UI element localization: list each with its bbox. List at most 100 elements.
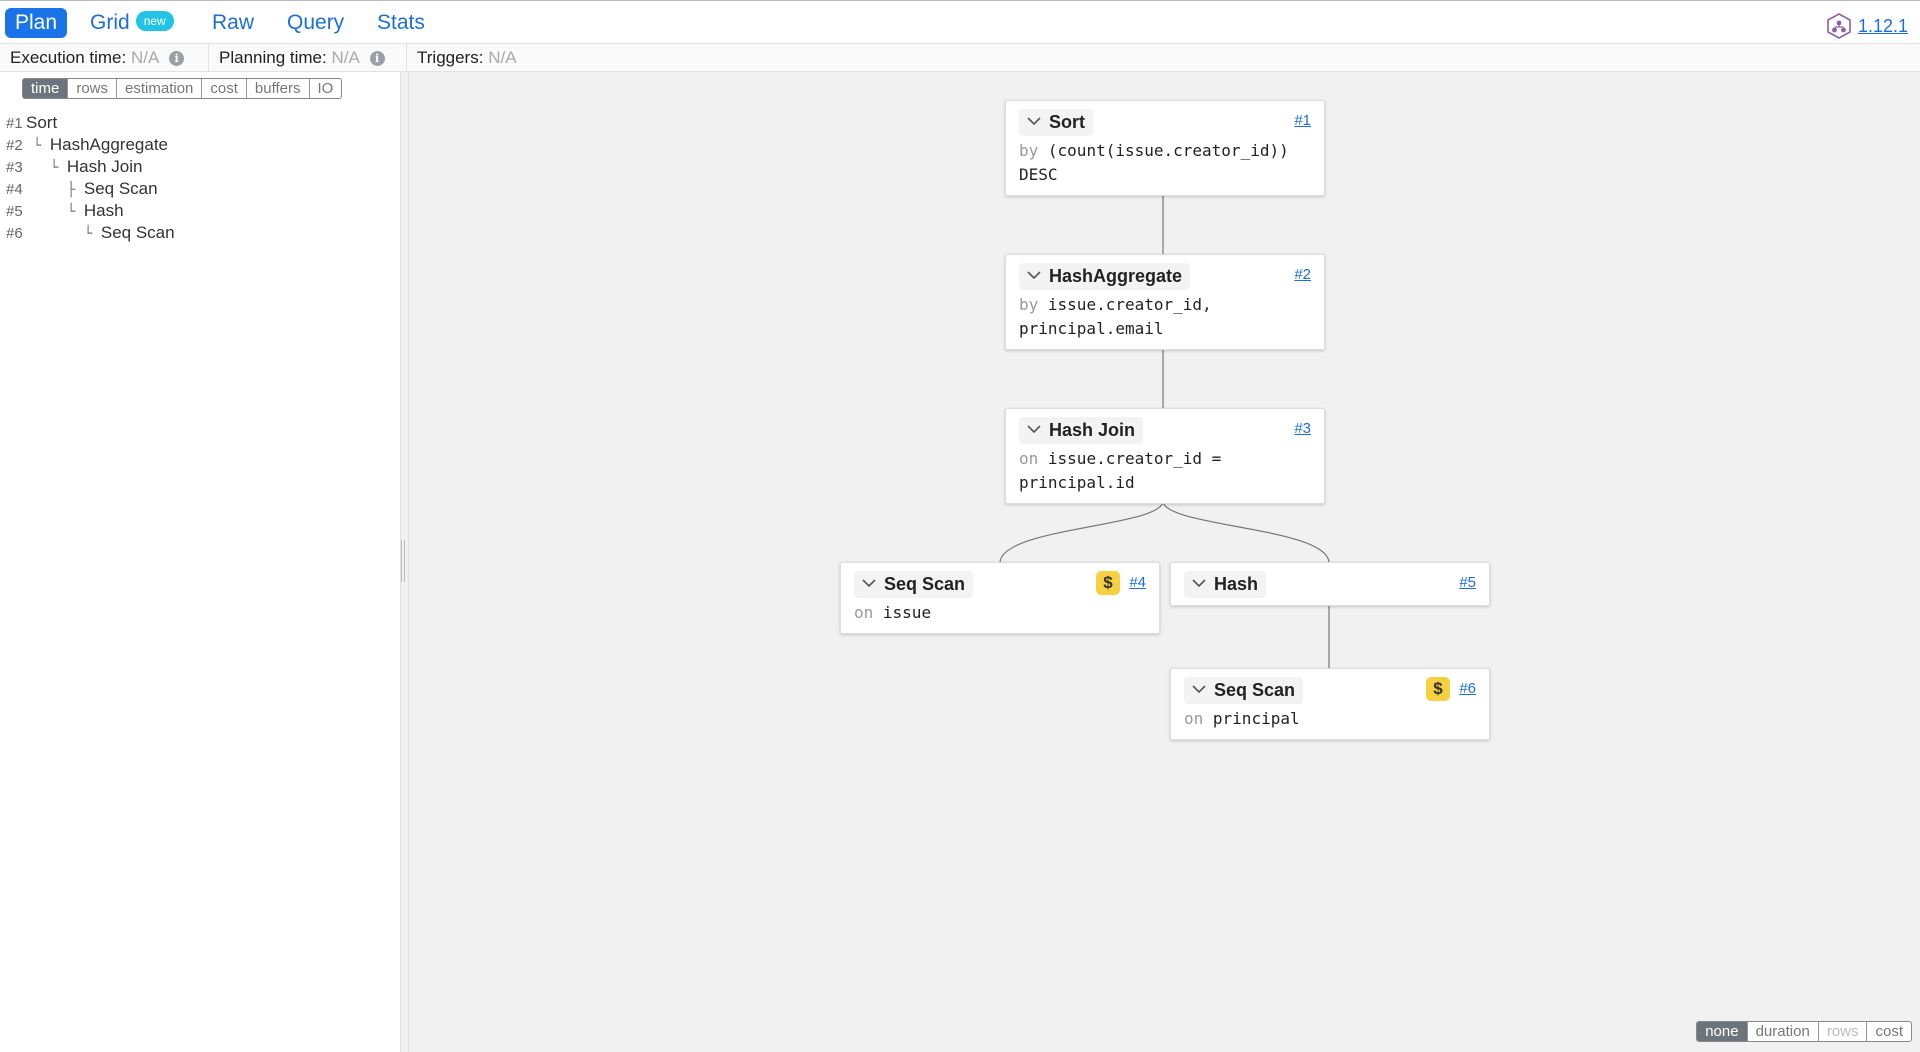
highlight-tab-rows[interactable]: rows	[1817, 1022, 1867, 1041]
metric-tab-buffers[interactable]: buffers	[245, 79, 309, 98]
node-id-link[interactable]: #4	[1129, 574, 1146, 591]
node-title-label: Seq Scan	[1214, 680, 1296, 700]
node-title[interactable]: HashAggregate	[1019, 263, 1191, 290]
execution-time: Execution time: N/A i	[10, 48, 185, 68]
left-panel	[0, 72, 400, 1052]
node-detail-line: principal	[1212, 709, 1300, 728]
plan-canvas[interactable]: Sort #1 by (count(issue.creator_id)) DES…	[409, 72, 1920, 1052]
plan-node-hash-join[interactable]: Hash Join #3 on issue.creator_id = princ…	[1005, 408, 1325, 504]
edge	[999, 500, 1164, 564]
node-detail-line: principal.email	[1019, 319, 1164, 338]
node-title-label: Sort	[1049, 112, 1085, 132]
node-id-link[interactable]: #5	[1459, 574, 1476, 591]
plan-node-hash[interactable]: Hash #5	[1170, 562, 1490, 606]
info-icon[interactable]: i	[369, 51, 385, 66]
tree-node-name: Sort	[26, 113, 58, 132]
planning-time-label: Planning time:	[219, 48, 327, 67]
plan-node-sort[interactable]: Sort #1 by (count(issue.creator_id)) DES…	[1005, 100, 1325, 196]
tree-node-number: #2	[6, 137, 23, 154]
tree-branch: └	[67, 204, 84, 220]
info-icon[interactable]: i	[169, 51, 185, 66]
metric-tab-rows[interactable]: rows	[67, 79, 116, 98]
node-detail-line: DESC	[1019, 165, 1058, 184]
tree-node-number: #4	[6, 181, 23, 198]
node-detail-line: issue	[882, 603, 932, 622]
highlight-tab-none[interactable]: none	[1697, 1022, 1747, 1041]
node-title-label: Seq Scan	[884, 574, 966, 594]
planning-time-value: N/A	[331, 48, 359, 67]
tree-row[interactable]: #6└ Seq Scan	[6, 222, 175, 244]
tree-node-number: #3	[6, 159, 23, 176]
plan-node-hashaggregate[interactable]: HashAggregate #2 by issue.creator_id, pr…	[1005, 254, 1325, 350]
metric-tab-time[interactable]: time	[23, 79, 68, 98]
plan-node-seq-scan-principal[interactable]: Seq Scan $ #6 on principal	[1170, 668, 1490, 740]
tab-plan[interactable]: Plan	[5, 8, 68, 38]
node-detail: on issue.creator_id = principal.id	[1006, 443, 1324, 503]
node-detail-line: principal.id	[1019, 473, 1135, 492]
plan-edges	[999, 193, 1330, 668]
tab-raw[interactable]: Raw	[212, 11, 255, 34]
chevron-down-icon[interactable]	[1027, 271, 1041, 280]
node-detail: on principal	[1171, 703, 1489, 739]
stats-bar: Execution time: N/A i Planning time: N/A…	[0, 44, 1920, 72]
node-title[interactable]: Seq Scan	[854, 571, 974, 598]
tab-stats[interactable]: Stats	[377, 11, 425, 34]
node-title[interactable]: Sort	[1019, 109, 1093, 136]
chevron-down-icon[interactable]	[1192, 685, 1206, 694]
chevron-down-icon[interactable]	[1027, 117, 1041, 126]
chevron-down-icon[interactable]	[1027, 425, 1041, 434]
node-detail-line: (count(issue.creator_id))	[1047, 141, 1289, 160]
metric-tabs: time rows estimation cost buffers IO	[22, 78, 343, 99]
node-title[interactable]: Hash Join	[1019, 417, 1144, 444]
tree-node-number: #5	[6, 203, 23, 220]
tree-row[interactable]: #5 └ Hash	[6, 200, 175, 222]
tree-node-name: Seq Scan	[83, 179, 158, 198]
splitter-grip-icon[interactable]	[401, 540, 405, 582]
plan-node-seq-scan-issue[interactable]: Seq Scan $ #4 on issue	[840, 562, 1160, 634]
metric-tab-estimation[interactable]: estimation	[116, 79, 201, 98]
metric-tab-cost[interactable]: cost	[201, 79, 246, 98]
cost-warning-icon: $	[1426, 677, 1450, 701]
tree-node-name: Seq Scan	[100, 223, 175, 242]
cost-warning-icon: $	[1096, 571, 1120, 595]
highlight-tab-duration[interactable]: duration	[1746, 1022, 1818, 1041]
edge	[1162, 500, 1330, 564]
pev-logo-icon	[1827, 13, 1851, 39]
node-keyword: on	[1184, 709, 1204, 728]
execution-time-value: N/A	[130, 48, 159, 67]
highlight-tab-cost[interactable]: cost	[1866, 1022, 1911, 1041]
execution-time-label: Execution time:	[10, 48, 127, 67]
tree-node-name: HashAggregate	[49, 135, 168, 154]
node-id-link[interactable]: #2	[1294, 266, 1311, 283]
chevron-down-icon[interactable]	[862, 579, 876, 588]
metric-tab-io[interactable]: IO	[308, 79, 342, 98]
new-badge: new	[135, 11, 174, 32]
tree-branch: └	[33, 138, 50, 154]
node-id-link[interactable]: #1	[1294, 112, 1311, 129]
node-title[interactable]: Hash	[1184, 571, 1267, 598]
node-detail-line: issue.creator_id,	[1047, 295, 1212, 314]
highlight-tabs: none duration rows cost	[1696, 1021, 1912, 1042]
tree-node-name: Hash	[83, 201, 124, 220]
tree-row[interactable]: #3 └ Hash Join	[6, 156, 175, 178]
node-keyword: by	[1019, 141, 1039, 160]
chevron-down-icon[interactable]	[1192, 579, 1206, 588]
node-title[interactable]: Seq Scan	[1184, 677, 1304, 704]
tree-branch: ├	[67, 182, 84, 198]
tree-row[interactable]: #4 ├ Seq Scan	[6, 178, 175, 200]
tree-branch: └	[50, 160, 67, 176]
node-detail: on issue	[841, 597, 1159, 633]
node-id-link[interactable]: #3	[1294, 420, 1311, 437]
tree-node-name: Hash Join	[66, 157, 143, 176]
node-keyword: by	[1019, 295, 1039, 314]
tab-query[interactable]: Query	[287, 11, 345, 34]
triggers-value: N/A	[488, 48, 517, 67]
tab-grid-label: Grid	[90, 11, 130, 34]
node-id-link[interactable]: #6	[1459, 680, 1476, 697]
node-detail: by issue.creator_id, principal.email	[1006, 289, 1324, 349]
tree-row[interactable]: #2 └ HashAggregate	[6, 134, 175, 156]
version-link[interactable]: 1.12.1	[1826, 13, 1908, 39]
